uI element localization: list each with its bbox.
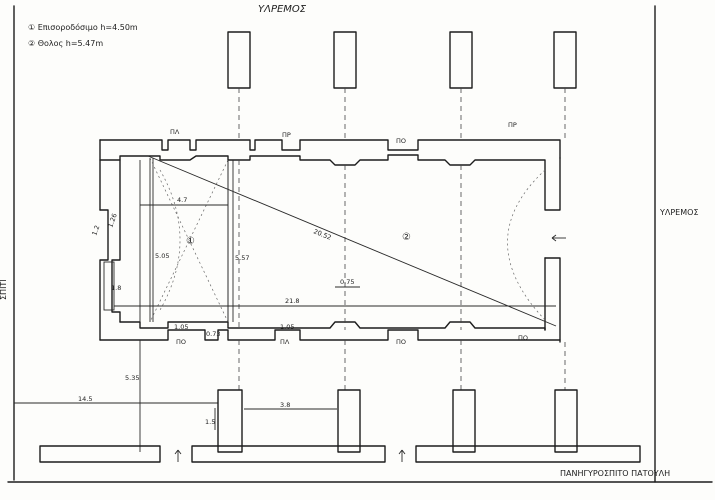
dim-21-8: 21.8 [285, 297, 299, 305]
building-bottom-wall [99, 321, 561, 341]
top-column-2 [333, 31, 357, 89]
opening-top-4: ΠΡ [508, 121, 517, 129]
opening-bot-4: ΠΟ [518, 334, 528, 342]
column-traces [238, 160, 566, 390]
dim-1-05-b: 1.05 [280, 323, 294, 331]
dim-5-57: 5.57 [235, 254, 249, 262]
bottom-columns [217, 389, 578, 453]
top-column-1 [227, 31, 251, 89]
front-wall [39, 445, 641, 463]
street-left-label: ΣΠΙΤΙ [0, 279, 8, 300]
building-left-wall [99, 159, 121, 341]
diagonals [147, 155, 557, 327]
building-right-wall [544, 257, 561, 343]
dim-20-52: 20.52 [312, 227, 332, 241]
top-column-3 [449, 31, 473, 89]
street-top-label: ΥΛΡΕΜΟΣ [258, 4, 307, 15]
top-column-4 [553, 31, 577, 89]
bottom-column-1 [217, 389, 243, 453]
opening-bot-1: ΠΟ [176, 338, 186, 346]
street-right-label: ΥΛΡΕΜΟΣ [659, 208, 699, 217]
dim-4-7: 4.7 [177, 196, 187, 204]
room-1-label: ① [186, 236, 195, 247]
opening-bot-2: ΠΛ [280, 338, 290, 346]
note-line-2: ② Θολος h=5.47m [28, 39, 103, 48]
dim-1-05-a: 1.05 [174, 323, 188, 331]
room-2-label: ② [402, 232, 411, 243]
bottom-column-3 [452, 389, 476, 453]
dim-3-8: 3.8 [280, 401, 290, 409]
note-line-1: ① Επισοροδόσιμο h=4.50m [28, 22, 138, 32]
opening-top-1: ΠΛ [170, 128, 180, 136]
opening-top-2: ΠΡ [282, 131, 291, 139]
main-diagonal-line [147, 155, 557, 327]
dim-14-5: 14.5 [78, 395, 92, 403]
dim-1-5: 1.5 [205, 418, 215, 426]
dim-1-2: 1.2 [90, 224, 101, 236]
dim-0-75: 0.75 [340, 278, 354, 286]
dimension-lines [14, 160, 556, 452]
opening-top-3: ΠΟ [396, 137, 406, 145]
top-columns [227, 31, 577, 140]
dim-1-8: 1.8 [111, 284, 121, 292]
bottom-column-2 [337, 389, 361, 453]
building-top-wall [99, 139, 561, 211]
bottom-column-4 [554, 389, 578, 453]
left-window [103, 261, 115, 311]
dim-5-05: 5.05 [155, 252, 169, 260]
dim-0-73: 0.73 [206, 330, 220, 338]
dim-5-35: 5.35 [125, 374, 139, 382]
opening-bot-3: ΠΟ [396, 338, 406, 346]
street-bottom-label: ΠΑΝΗΓΥΡΟΣΠΙΤΟ ΠΑΤΟΥΛΗ [560, 469, 670, 478]
